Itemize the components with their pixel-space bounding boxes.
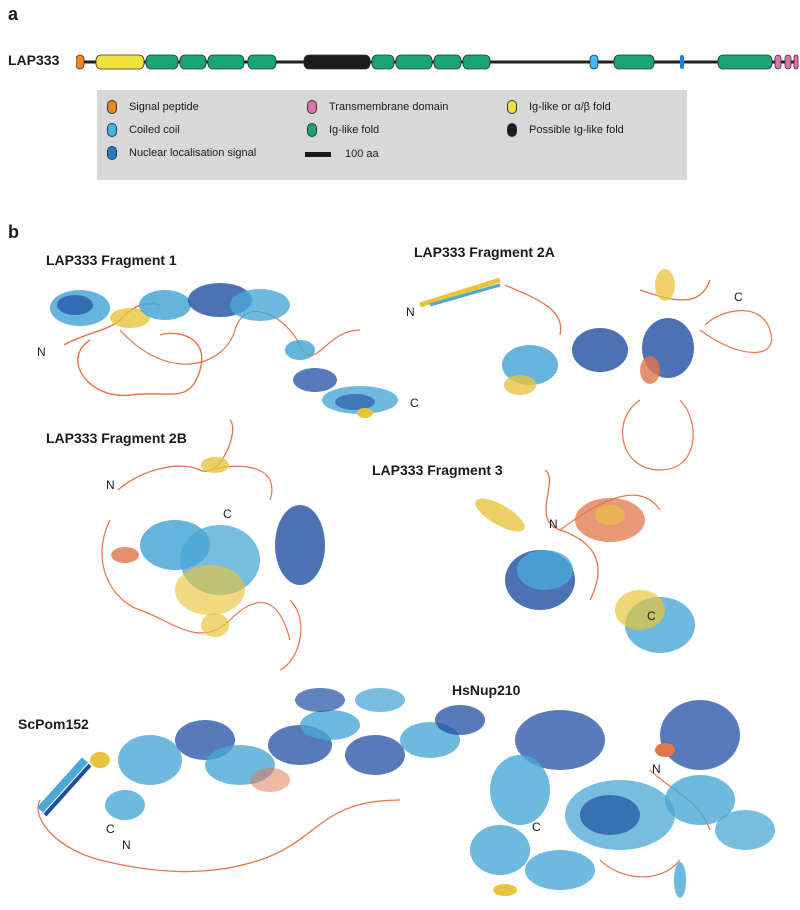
pom152-c-terminus: C bbox=[106, 822, 115, 836]
frag2a-n-terminus: N bbox=[406, 305, 415, 319]
frag3-c-terminus: C bbox=[647, 609, 656, 623]
legend-signal: Signal peptide bbox=[107, 100, 199, 114]
ig-swatch bbox=[307, 123, 317, 137]
domain-tm-16 bbox=[784, 54, 792, 70]
frag2b-title: LAP333 Fragment 2B bbox=[46, 430, 187, 446]
domain-ig-4 bbox=[207, 54, 245, 70]
frag2b-c-terminus: C bbox=[223, 507, 232, 521]
frag3-title: LAP333 Fragment 3 bbox=[372, 462, 503, 478]
pom152-title: ScPom152 bbox=[18, 716, 89, 732]
legend-box: Signal peptide Coiled coil Nuclear local… bbox=[97, 90, 687, 180]
domain-ig-14 bbox=[717, 54, 773, 70]
frag2a-title: LAP333 Fragment 2A bbox=[414, 244, 555, 260]
tm-swatch bbox=[307, 100, 317, 114]
domain-igab-1 bbox=[95, 54, 145, 70]
legend-scale: 100 aa bbox=[305, 148, 379, 160]
domain-ig-3 bbox=[179, 54, 207, 70]
domain-ig-5 bbox=[247, 54, 277, 70]
frag2a-c-terminus: C bbox=[734, 290, 743, 304]
domain-signal-0 bbox=[76, 54, 85, 70]
domain-coil-11 bbox=[589, 54, 599, 70]
igab-swatch bbox=[507, 100, 517, 114]
nls-swatch bbox=[107, 146, 117, 160]
legend-possible-label: Possible Ig-like fold bbox=[529, 124, 624, 136]
panel-b-letter: b bbox=[8, 222, 19, 242]
domain-ig-12 bbox=[613, 54, 655, 70]
nup210-c-terminus: C bbox=[532, 820, 541, 834]
scale-bar bbox=[305, 151, 331, 157]
frag1-n-terminus: N bbox=[37, 345, 46, 359]
domain-ig-2 bbox=[145, 54, 179, 70]
domain-tm-17 bbox=[793, 54, 799, 70]
domain-possible-6 bbox=[303, 54, 371, 70]
legend-signal-label: Signal peptide bbox=[129, 101, 199, 113]
domain-ig-9 bbox=[433, 54, 462, 70]
domain-ig-8 bbox=[395, 54, 433, 70]
domain-architecture-track bbox=[76, 54, 799, 70]
domain-ig-10 bbox=[462, 54, 491, 70]
legend-igab-label: Ig-like or α/β fold bbox=[529, 101, 611, 113]
pom152-n-terminus: N bbox=[122, 838, 131, 852]
legend-scale-label: 100 aa bbox=[345, 148, 379, 160]
protein-name-label: LAP333 bbox=[8, 52, 60, 68]
domain-ig-7 bbox=[371, 54, 395, 70]
legend-ig-label: Ig-like fold bbox=[329, 124, 380, 136]
signal-swatch bbox=[107, 100, 117, 114]
frag1-title: LAP333 Fragment 1 bbox=[46, 252, 177, 268]
nup210-n-terminus: N bbox=[652, 762, 661, 776]
nup210-title: HsNup210 bbox=[452, 682, 521, 698]
legend-coil: Coiled coil bbox=[107, 123, 180, 137]
legend-igab: Ig-like or α/β fold bbox=[507, 100, 611, 114]
frag2b-n-terminus: N bbox=[106, 478, 115, 492]
domain-nls-13 bbox=[680, 55, 684, 69]
legend-tm: Transmembrane domain bbox=[307, 100, 448, 114]
panel-a-letter: a bbox=[8, 4, 19, 24]
legend-possible: Possible Ig-like fold bbox=[507, 123, 624, 137]
legend-ig: Ig-like fold bbox=[307, 123, 379, 137]
possible-swatch bbox=[507, 123, 517, 137]
domain-tm-15 bbox=[774, 54, 782, 70]
frag3-n-terminus: N bbox=[549, 517, 558, 531]
legend-coil-label: Coiled coil bbox=[129, 124, 180, 136]
legend-tm-label: Transmembrane domain bbox=[329, 101, 449, 113]
legend-nls-label: Nuclear localisation signal bbox=[129, 147, 257, 159]
coil-swatch bbox=[107, 123, 117, 137]
frag1-c-terminus: C bbox=[410, 396, 419, 410]
legend-nls: Nuclear localisation signal bbox=[107, 146, 256, 160]
